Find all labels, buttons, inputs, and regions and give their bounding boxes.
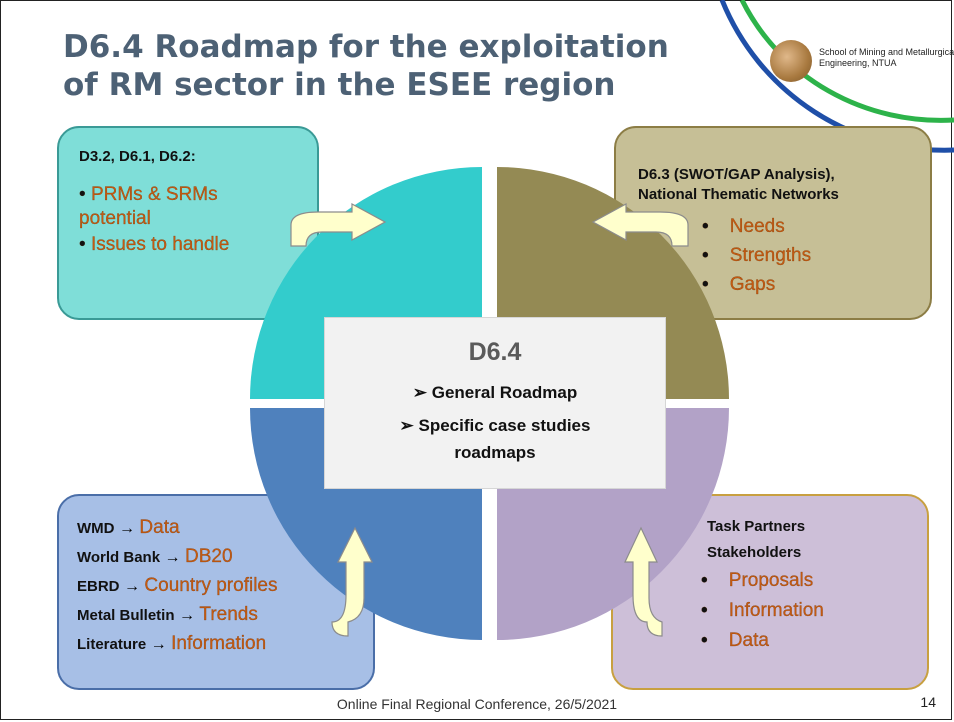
- box-heading: D3.2, D6.1, D6.2:: [79, 148, 196, 165]
- source-row: WMD → Data: [77, 517, 180, 538]
- list-item: • Strengths: [702, 245, 812, 266]
- source-row: World Bank → DB20: [77, 546, 233, 567]
- page-number: 14: [920, 694, 936, 710]
- box-heading: Stakeholders: [707, 544, 802, 561]
- list-item: • Proposals: [701, 570, 814, 591]
- box-input-reports: D3.2, D6.1, D6.2: • PRMs & SRMs potentia…: [57, 126, 319, 320]
- list-item: • PRMs & SRMs potential: [79, 184, 218, 229]
- source-row: EBRD → Country profiles: [77, 575, 278, 596]
- box-data-sources: WMD → Data World Bank → DB20 EBRD → Coun…: [57, 494, 375, 690]
- list-item: • Information: [701, 600, 824, 621]
- school-logo-icon: [770, 40, 812, 82]
- curved-arrow-up-icon: [331, 526, 373, 637]
- box-subheading: National Thematic Networks: [638, 186, 839, 203]
- box-heading: D6.3 (SWOT/GAP Analysis),: [638, 166, 835, 183]
- slide-title: D6.4 Roadmap for the exploitation of RM …: [63, 29, 669, 103]
- source-row: Literature → Information: [77, 633, 267, 654]
- list-item: ➢ Specific case studies: [399, 416, 591, 435]
- list-item: • Needs: [702, 216, 785, 237]
- list-item: • Issues to handle: [79, 234, 230, 255]
- center-deliverable-box: D6.4 ➢ General Roadmap ➢ Specific case s…: [324, 317, 666, 489]
- box-heading: Task Partners: [707, 518, 806, 535]
- curved-arrow-up-icon: [624, 526, 663, 637]
- school-name: School of Mining and Metallurgical Engin…: [819, 47, 954, 68]
- footer-text: Online Final Regional Conference, 26/5/2…: [336, 696, 618, 712]
- box-stakeholders: Task Partners Stakeholders • Proposals •…: [611, 494, 929, 690]
- center-title: D6.4: [468, 338, 522, 366]
- curved-arrow-right-icon: [290, 202, 387, 247]
- list-item: • Data: [701, 630, 769, 651]
- source-row: Metal Bulletin → Trends: [77, 604, 258, 625]
- curved-arrow-left-icon: [591, 202, 689, 247]
- list-item-continuation: roadmaps: [454, 443, 536, 462]
- list-item: • Gaps: [702, 274, 776, 295]
- list-item: ➢ General Roadmap: [412, 383, 578, 402]
